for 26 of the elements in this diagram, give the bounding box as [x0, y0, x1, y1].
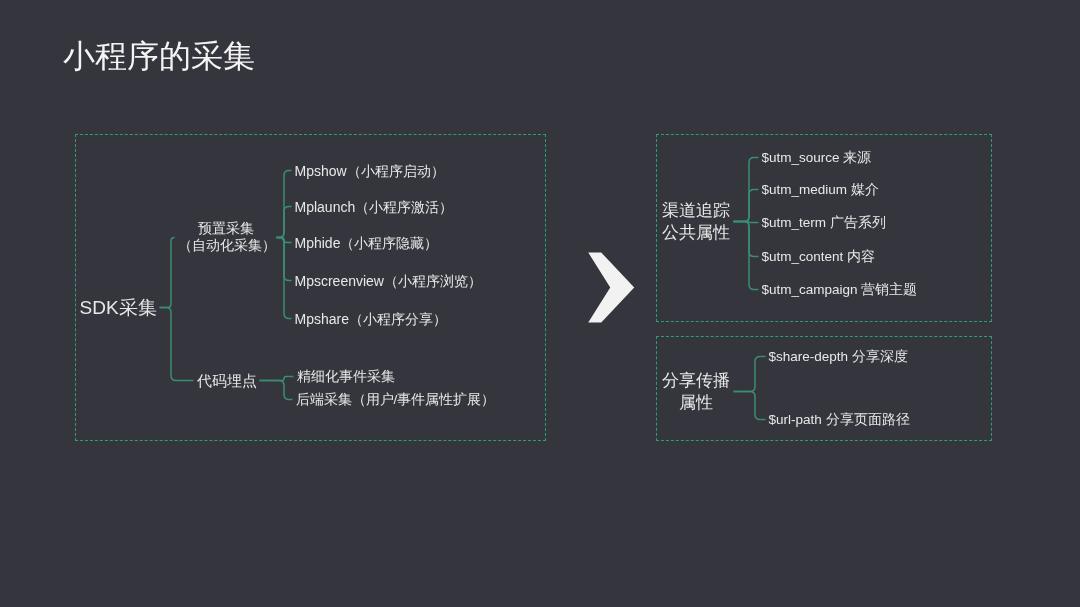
item-label: $utm_content 内容	[761, 247, 876, 266]
dashed-frame	[656, 336, 992, 441]
item-label: $utm_medium 媒介	[761, 180, 879, 199]
dashed-frame	[75, 134, 546, 441]
item-label: 精细化事件采集	[296, 367, 395, 386]
bracket-connector	[158, 306, 195, 382]
item-label: $utm_campaign 营销主题	[761, 280, 918, 299]
item-label: $utm_term 广告系列	[761, 213, 886, 232]
item-label: $url-path 分享页面路径	[768, 410, 910, 429]
bracket-connector	[258, 379, 294, 401]
item-label: Mphide（小程序隐藏）	[294, 233, 439, 252]
item-label: 后端采集（用户/事件属性扩展）	[295, 390, 496, 409]
topic-label: 预置采集（自动化采集）	[177, 219, 274, 256]
item-label: $share-depth 分享深度	[768, 347, 908, 366]
item-label: Mpshow（小程序启动）	[294, 161, 445, 180]
item-label: Mpshare（小程序分享）	[294, 309, 447, 328]
topic-label: 代码埋点	[196, 371, 257, 390]
item-label: Mplaunch（小程序激活）	[294, 197, 454, 216]
chevron-arrow	[588, 252, 635, 323]
item-label: $utm_source 来源	[761, 148, 872, 167]
dashed-frame	[656, 134, 992, 322]
topic-label: SDK采集	[79, 295, 157, 320]
topic-label: 渠道追踪公共属性	[660, 199, 731, 244]
topic-label: 分享传播属性	[660, 369, 731, 414]
slide-title: 小程序的采集	[63, 37, 255, 76]
item-label: Mpscreenview（小程序浏览）	[294, 271, 482, 290]
